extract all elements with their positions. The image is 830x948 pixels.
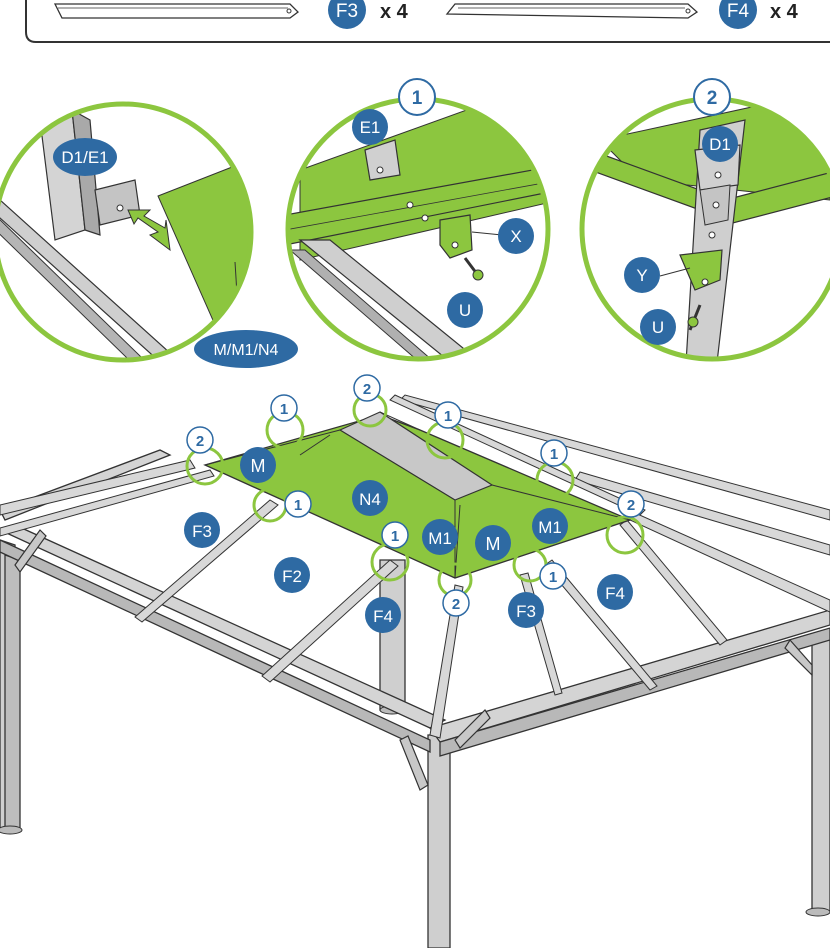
step-callout-1: 1 [398, 78, 436, 116]
svg-text:F3: F3 [192, 522, 212, 541]
detail-view-3: 2 D1 Y U [579, 78, 830, 362]
svg-text:M: M [486, 534, 501, 554]
part-bar-f4 [445, 3, 699, 19]
svg-text:F4: F4 [373, 607, 393, 626]
svg-text:F4: F4 [727, 1, 750, 22]
svg-text:2: 2 [627, 497, 635, 514]
part-qty-f4: x 4 [770, 1, 799, 23]
label-d1: D1 [702, 126, 738, 162]
label-m1-b: M1 [532, 508, 568, 544]
svg-text:F3: F3 [336, 1, 358, 22]
svg-text:2: 2 [452, 596, 460, 613]
label-f3-right: F3 [508, 592, 544, 628]
label-n4: N4 [352, 480, 388, 516]
gazebo-main-view: 2 1 2 1 1 1 2 1 2 1 M N4 F3 F2 F4 M1 M1 … [0, 374, 830, 948]
svg-text:1: 1 [391, 528, 399, 545]
label-e1: E1 [352, 109, 388, 145]
svg-text:2: 2 [707, 88, 718, 109]
svg-text:2: 2 [363, 381, 371, 398]
svg-text:F2: F2 [282, 567, 302, 586]
svg-text:X: X [510, 227, 521, 246]
svg-text:M: M [251, 456, 266, 476]
callout-2-d: 2 [442, 589, 470, 617]
step-callout-2: 2 [693, 78, 731, 116]
detail-view-1: D1/E1 M/M1/N4 [0, 101, 298, 368]
label-f4-right: F4 [597, 574, 633, 610]
svg-text:N4: N4 [359, 490, 381, 509]
svg-text:1: 1 [294, 497, 302, 514]
label-d1-e1: D1/E1 [53, 138, 117, 176]
svg-text:1: 1 [444, 408, 452, 425]
part-badge-f3: F3 [328, 0, 366, 29]
callout-1-d: 1 [284, 490, 312, 518]
roof-panel-green [203, 414, 632, 579]
label-f2: F2 [274, 557, 310, 593]
svg-text:1: 1 [550, 446, 558, 463]
svg-text:M1: M1 [538, 518, 562, 537]
svg-text:1: 1 [549, 569, 557, 586]
label-m1-a: M1 [422, 519, 458, 555]
svg-text:U: U [652, 318, 664, 337]
callout-1-c: 1 [540, 439, 568, 467]
callout-badges: 2 1 2 1 1 1 2 1 2 1 [186, 374, 645, 617]
callout-2-a: 2 [186, 426, 214, 454]
svg-text:D1: D1 [709, 135, 731, 154]
label-u-2: U [640, 309, 676, 345]
part-badge-f4: F4 [719, 0, 757, 29]
label-f4-left: F4 [365, 597, 401, 633]
svg-text:E1: E1 [360, 118, 381, 137]
callout-1-a: 1 [270, 394, 298, 422]
parts-strip: F3 x 4 F4 x 4 [25, 0, 830, 43]
label-y: Y [624, 257, 660, 293]
callout-1-f: 1 [539, 562, 567, 590]
svg-text:U: U [459, 301, 471, 320]
label-m-right: M [475, 525, 511, 561]
svg-text:2: 2 [196, 433, 204, 450]
callout-1-e: 1 [381, 521, 409, 549]
callout-1-b: 1 [434, 401, 462, 429]
label-f3-left: F3 [184, 512, 220, 548]
part-qty-f3: x 4 [380, 1, 409, 23]
part-bar-f3 [53, 3, 299, 19]
svg-text:F4: F4 [605, 584, 625, 603]
callout-2-b: 2 [353, 374, 381, 402]
detail-view-2: 1 E1 X U [285, 78, 551, 362]
label-m-left: M [240, 447, 276, 483]
svg-text:M/M1/N4: M/M1/N4 [214, 342, 279, 359]
svg-text:D1/E1: D1/E1 [61, 148, 108, 167]
label-m-m1-n4: M/M1/N4 [194, 330, 298, 368]
label-x: X [498, 218, 534, 254]
svg-text:M1: M1 [428, 529, 452, 548]
svg-text:1: 1 [412, 88, 423, 109]
svg-text:1: 1 [280, 401, 288, 418]
svg-text:Y: Y [636, 266, 647, 285]
part-labels: M N4 F3 F2 F4 M1 M1 M F3 F4 [184, 447, 633, 633]
callout-2-c: 2 [617, 490, 645, 518]
label-u: U [447, 292, 483, 328]
svg-text:F3: F3 [516, 602, 536, 621]
